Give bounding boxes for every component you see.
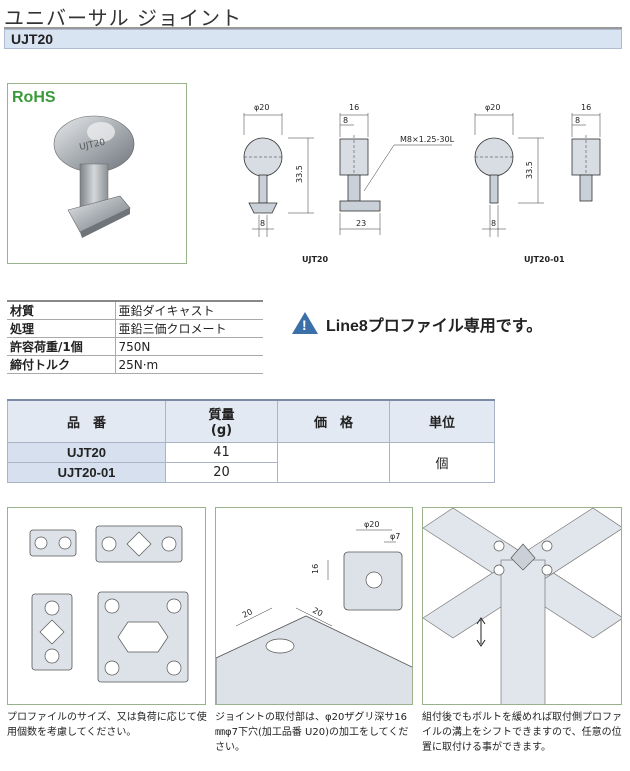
model-header-bar: UJT20: [4, 29, 622, 49]
technical-drawings: φ20 16 8 33.5 8 23 M8×1.25-30L UJT20 φ20…: [243, 103, 601, 264]
dim-label: 33.5: [525, 161, 534, 179]
caption-assembly: 組付後でもボルトを緩めれば取付側プロファイルの溝上をシフトできますので、任意の位…: [422, 712, 622, 753]
dim-label: 16: [581, 103, 591, 112]
spec-value: 25N·m: [114, 355, 263, 374]
model-code: UJT20: [11, 31, 54, 47]
part-number-cell: UJT20: [7, 441, 166, 463]
drawing-caption-ujt20-01: UJT20-01: [524, 255, 565, 264]
spec-row: 許容荷重/1個 750N: [7, 337, 263, 356]
dim-label: 33.5: [295, 165, 304, 183]
assembly-illustration: [423, 508, 621, 704]
product-photo: UJT20: [53, 115, 135, 238]
drawing-caption-ujt20: UJT20: [302, 255, 328, 264]
spec-value: 亜鉛ダイキャスト: [114, 300, 263, 320]
spec-value: 亜鉛三価クロメート: [114, 319, 263, 338]
spec-row: 締付トルク 25N·m: [7, 355, 263, 374]
product-photo-frame: RoHS UJT20: [7, 83, 187, 264]
part-number-cell: UJT20-01: [7, 461, 166, 483]
dim-label: 8: [575, 116, 580, 125]
bolt-spec-label: M8×1.25-30L: [400, 135, 455, 144]
weight-cell: 20: [165, 461, 278, 483]
price-cell: [277, 441, 390, 483]
spec-label: 許容荷重/1個: [7, 337, 115, 356]
caption-mounting: ジョイントの取付部は、φ20ザグリ深サ16㎜φ7下穴(加工品番 U20)の加工を…: [215, 712, 409, 753]
dim-label: 8: [260, 219, 265, 228]
dim-label: φ7: [390, 532, 400, 541]
dim-label: 20: [311, 606, 324, 619]
dim-label: φ20: [485, 103, 500, 112]
rohs-badge: RoHS: [12, 89, 56, 106]
unit-cell: 個: [389, 441, 495, 483]
panel-assembly: [422, 507, 622, 705]
header-price: 価 格: [277, 399, 390, 443]
dim-label: φ20: [364, 520, 379, 529]
dim-label: 20: [241, 607, 254, 620]
warning-icon: !: [292, 312, 318, 334]
table-row: UJT20-01 20: [7, 461, 495, 483]
notice-text: Line8プロファイル専用です。: [326, 318, 543, 335]
weight-cell: 41: [165, 441, 278, 463]
dim-label: 23: [356, 219, 366, 228]
header-weight: 質量 (g): [165, 399, 278, 443]
dim-label: 8: [343, 116, 348, 125]
dim-label: 16: [349, 103, 359, 112]
dim-label: 8: [491, 219, 496, 228]
spec-table: 材質 亜鉛ダイキャスト 処理 亜鉛三価クロメート 許容荷重/1個 750N 締付…: [7, 300, 263, 374]
spec-row: 材質 亜鉛ダイキャスト: [7, 300, 263, 320]
profile-configs-illustration: [29, 525, 189, 683]
spec-row: 処理 亜鉛三価クロメート: [7, 319, 263, 338]
table-row: UJT20 41 個: [7, 441, 495, 483]
caption-profile-size: プロファイルのサイズ、又は負荷に応じて使用個数を考慮してください。: [7, 712, 207, 738]
panel-mounting-detail: φ20 φ7 16 20 20: [215, 507, 413, 705]
dim-label: φ20: [254, 103, 269, 112]
spec-value: 750N: [114, 337, 263, 356]
spec-label: 処理: [7, 319, 115, 338]
notice-line8-only: ! Line8プロファイル専用です。: [292, 312, 542, 336]
header-unit: 単位: [389, 399, 495, 443]
panel-profile-configs: [7, 507, 206, 705]
spec-label: 材質: [7, 300, 115, 320]
title-divider: [4, 27, 622, 29]
order-table: 品 番 質量 (g) 価 格 単位 UJT20 41 個 UJT20-01 20: [7, 399, 495, 483]
dim-label: 16: [311, 564, 320, 574]
page-title: ユニバーサル ジョイント: [4, 6, 242, 30]
spec-label: 締付トルク: [7, 355, 115, 374]
mounting-detail-illustration: φ20 φ7 16 20 20: [216, 520, 412, 704]
header-part-number: 品 番: [7, 399, 166, 443]
